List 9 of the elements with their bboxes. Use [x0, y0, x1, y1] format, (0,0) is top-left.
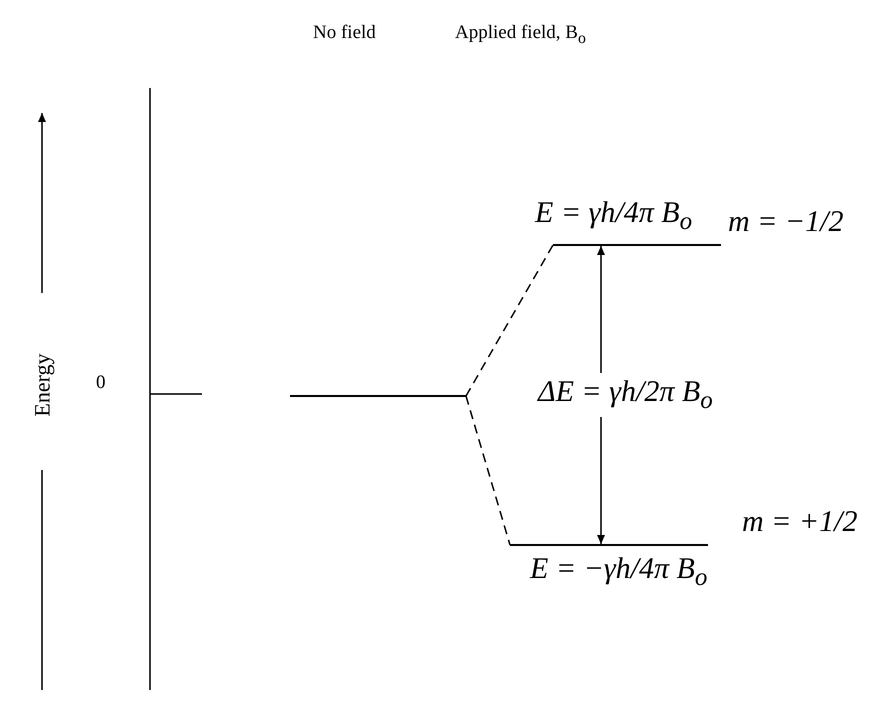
- tick-label: 0: [96, 372, 106, 394]
- edge-label: ΔE = γh/2π B$_{o}$: [538, 373, 713, 417]
- quantum-number-label: m = −1/2: [728, 205, 844, 239]
- column-heading: No field: [313, 22, 376, 44]
- axis-label: Energy: [29, 353, 56, 417]
- quantum-number-label: m = +1/2: [742, 505, 858, 539]
- column-heading: Applied field, B$_{o}$: [455, 22, 586, 48]
- energy-formula: E = γh/4π B$_{o}$: [535, 196, 692, 236]
- energy-formula: E = −γh/4π B$_{o}$: [530, 552, 708, 592]
